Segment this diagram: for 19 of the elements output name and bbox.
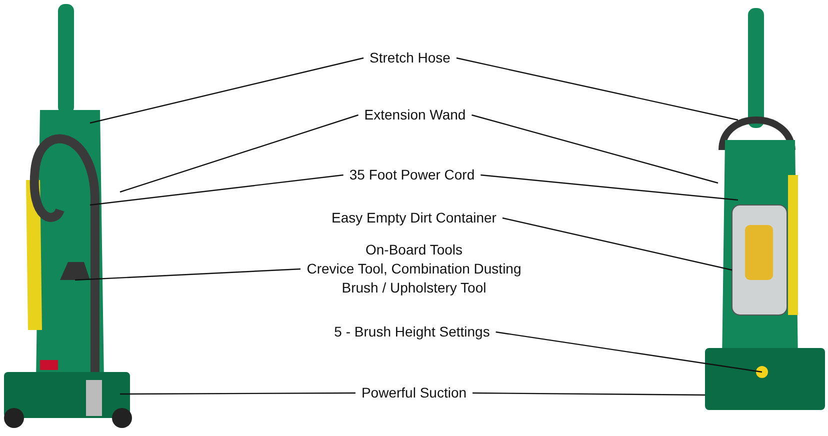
part-label: 5 - Brush Height Settings [334, 322, 490, 342]
leader-line [74, 268, 301, 281]
part-label: 35 Foot Power Cord [349, 166, 475, 184]
part-label: Powerful Suction [361, 384, 467, 402]
leader-line [502, 217, 732, 271]
leader-line [456, 57, 738, 121]
leader-line [90, 174, 344, 206]
leader-line [480, 174, 738, 201]
leader-line [472, 392, 705, 396]
part-label: Easy Empty Dirt Container [332, 208, 496, 228]
leader-line [496, 331, 762, 373]
part-label: Crevice Tool, Combination Dusting Brush / Upholstery Tool [306, 260, 522, 298]
part-label: Extension Wand [364, 106, 466, 124]
leader-line [90, 57, 364, 124]
part-label: Stretch Hose [370, 48, 450, 68]
leader-line [120, 114, 358, 193]
part-label: On-Board Tools [364, 240, 464, 260]
leader-line [120, 392, 356, 395]
leader-line [472, 114, 718, 184]
